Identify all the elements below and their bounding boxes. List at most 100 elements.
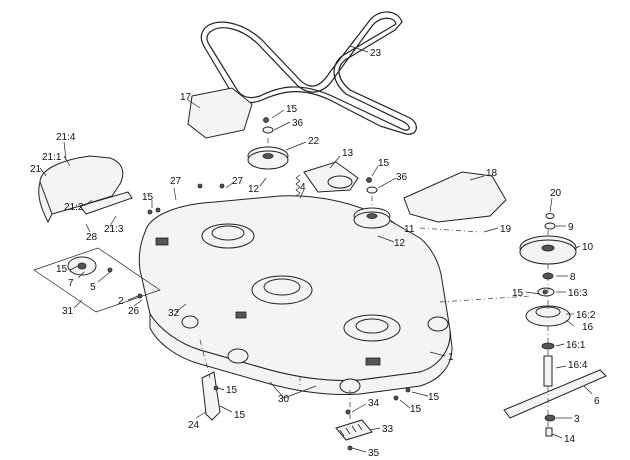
callout-36a: 36 [292,118,304,129]
callout-30: 30 [278,394,290,405]
bolt [137,293,143,299]
gauge-wheel-hub [77,262,87,270]
callout-32: 32 [168,308,180,319]
bolt [219,183,225,189]
spindle-shaft [543,355,553,387]
leader-21-1 [63,155,71,167]
leader-6 [583,385,593,395]
callout-19: 19 [500,224,512,235]
callout-15d: 15 [56,264,68,275]
callout-16-2: 16:2 [576,310,596,321]
assembly-line [419,227,481,233]
idler-pulley-hub [262,153,274,159]
anti-scalp-roller [335,419,373,441]
deck-bracket [201,371,221,421]
callout-4: 4 [300,182,306,193]
callout-15h: 15 [410,404,422,415]
deck-wheel [427,316,449,332]
bolt [347,445,353,451]
leader-26 [133,299,143,307]
spindle-housing-top [535,306,561,318]
callout-24: 24 [188,420,200,431]
nut [545,213,555,219]
callout-15i: 15 [234,410,246,421]
callout-16-3: 16:3 [568,288,588,299]
pulley-hub [366,213,378,219]
assembly-line [439,295,531,303]
leader-14 [551,433,563,439]
callout-21-1: 21:1 [42,152,62,163]
idler-pulley-lower [247,150,289,170]
callout-35: 35 [368,448,380,459]
callout-22: 22 [308,136,320,147]
callout-21-4: 21:4 [56,132,76,143]
leader-35 [351,447,367,453]
callout-8: 8 [570,272,576,283]
leader-31 [73,299,83,309]
callout-16: 16 [582,322,594,333]
mower-blade [503,369,607,419]
callout-26: 26 [128,306,140,317]
deck-decal [235,311,247,319]
callout-28: 28 [86,232,98,243]
bolt [147,209,153,215]
leader-15a [271,109,285,119]
callout-14: 14 [564,434,576,445]
leader-33 [369,427,381,431]
assembly-bracket-box [33,247,161,313]
callout-13: 13 [342,148,354,159]
callout-20: 20 [550,188,562,199]
leader-15g [411,391,429,397]
chute-side [38,180,53,224]
left-spindle-pulley [211,225,245,241]
callout-33: 33 [382,424,394,435]
chute-bracket [79,191,133,215]
idler-arm-pulley [327,175,353,189]
callout-27b: 27 [232,176,244,187]
leader-15b [371,165,379,177]
bolt [107,267,113,273]
deck-wheel [227,348,249,364]
drive-belt-inner [206,17,410,131]
callout-15c: 15 [142,192,154,203]
leader-30 [269,381,317,399]
callout-11: 11 [404,224,415,235]
leader-36a [273,121,291,131]
leader-13 [329,155,341,169]
callout-23: 23 [370,48,382,59]
blade-bolt [545,427,553,437]
washer [366,186,378,194]
bolt [263,117,269,123]
leader-15i [219,405,233,413]
spindle-pulley-hub [541,244,555,252]
leader-15d [69,265,79,271]
leader-10 [575,245,581,249]
leader-36b [377,177,397,189]
callout-1: 1 [448,352,454,363]
leader-34 [351,403,367,413]
bolt [366,177,372,183]
callout-21-2: 21:2 [64,202,84,213]
leader-19 [483,227,499,233]
callout-15b: 15 [378,158,390,169]
roller-grooves [339,423,363,437]
leader-15e [525,291,541,295]
callout-7: 7 [68,278,74,289]
bolt [405,387,411,393]
leader-21-4 [63,141,67,161]
callout-5: 5 [90,282,96,293]
callout-16-1: 16:1 [566,340,586,351]
center-spindle-pulley [263,278,301,296]
callout-10: 10 [582,242,594,253]
leader-1 [429,351,446,357]
callout-17: 17 [180,92,192,103]
spindle-pulley-lower [519,239,577,265]
leader-21-3 [109,215,117,227]
leader-18 [469,175,485,181]
bolt [197,183,203,189]
leader-12a [259,177,267,187]
callout-6: 6 [594,396,600,407]
bolt [345,409,351,415]
